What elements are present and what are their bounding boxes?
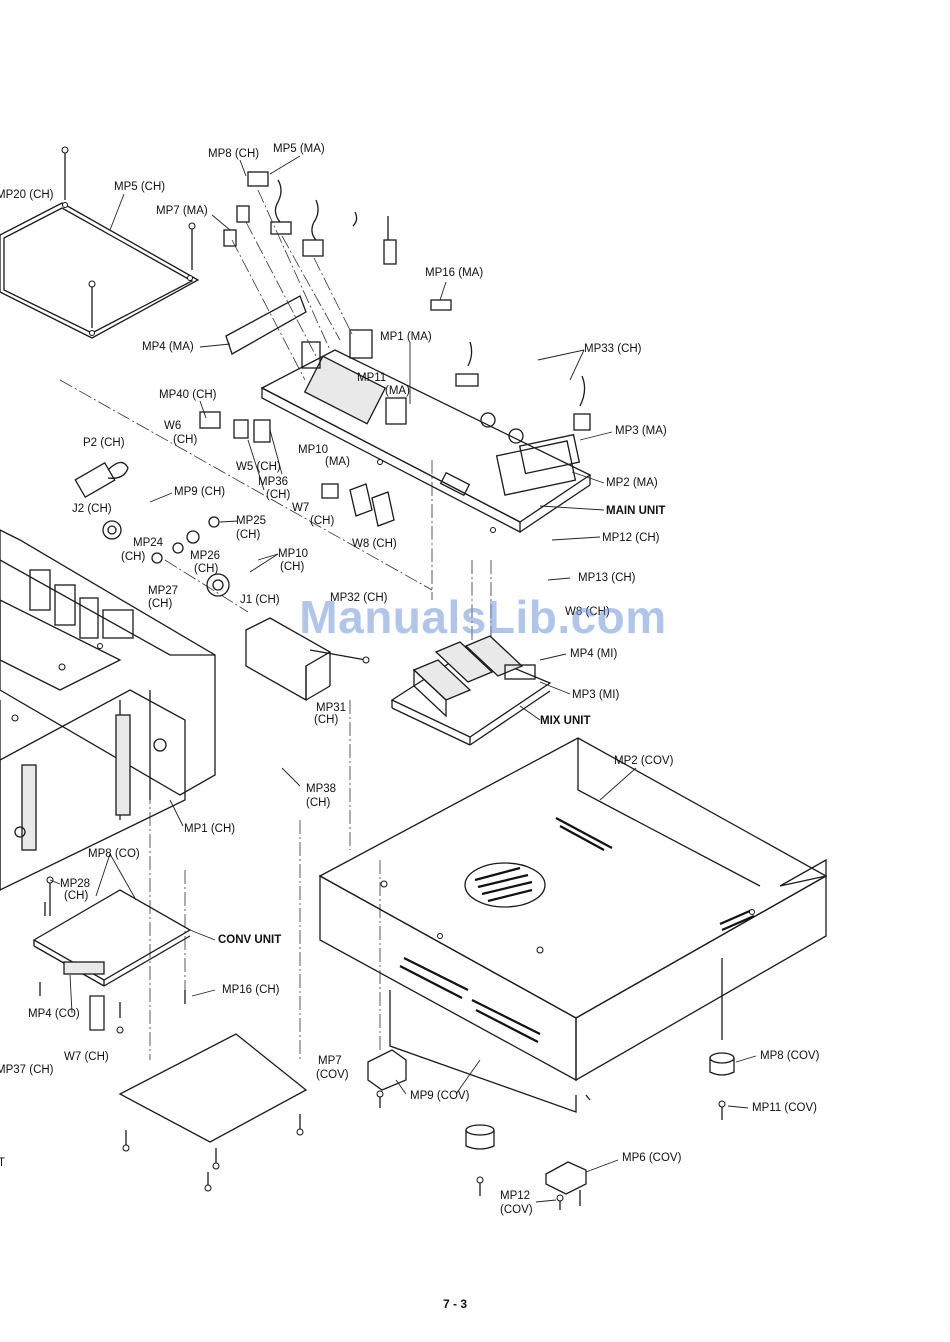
label-mp12-cov: MP12 xyxy=(500,1190,530,1202)
label-mp2-ma: MP2 (MA) xyxy=(606,477,658,489)
heatsink-plate xyxy=(225,295,307,355)
label-mp10-ch-b: (CH) xyxy=(280,561,304,573)
leader-lines xyxy=(49,155,757,1203)
page-number: 7 - 3 xyxy=(442,1297,467,1311)
bottom-cover xyxy=(318,737,828,1082)
label-main-unit: MAIN UNIT xyxy=(606,505,665,517)
label-mp26: MP26 xyxy=(190,550,220,562)
label-mp12-ch: MP12 (CH) xyxy=(602,532,660,544)
main-unit-board xyxy=(260,329,592,534)
label-mp25-ch: (CH) xyxy=(236,529,260,541)
assembly-guide-lines xyxy=(59,189,492,1060)
wire-harnesses xyxy=(223,171,591,431)
label-mp1-ma: MP1 (MA) xyxy=(380,331,432,343)
label-conv-unit: CONV UNIT xyxy=(218,934,281,946)
label-w5-ch: W5 (CH) xyxy=(236,461,281,473)
label-mp9-cov: MP9 (COV) xyxy=(410,1090,470,1102)
callout-labels: MP20 (CH) MP5 (CH) MP8 (CH) MP5 (MA) MP7… xyxy=(0,143,820,1216)
label-mp4-mi: MP4 (MI) xyxy=(570,648,617,660)
label-w6: W6 xyxy=(164,420,181,432)
label-mp13-ch: MP13 (CH) xyxy=(578,572,636,584)
label-mp38-ch: (CH) xyxy=(306,797,330,809)
connector-jacks xyxy=(74,411,395,597)
label-mp37-ch: MP37 (CH) xyxy=(0,1064,54,1076)
label-mp28-ch: (CH) xyxy=(64,890,88,902)
watermark: ManualsLib.com xyxy=(299,591,667,643)
label-mp40-ch: MP40 (CH) xyxy=(159,389,217,401)
label-mp27: MP27 xyxy=(148,585,178,597)
label-mp32-ch: MP32 (CH) xyxy=(330,592,388,604)
label-mp3-ma: MP3 (MA) xyxy=(615,425,667,437)
label-mp11-cov: MP11 (COV) xyxy=(752,1102,817,1114)
label-mp33-ch: MP33 (CH) xyxy=(584,343,642,355)
chassis-frame xyxy=(0,529,216,916)
label-mp36: MP36 xyxy=(258,476,288,488)
label-mp16-ma: MP16 (MA) xyxy=(425,267,483,279)
label-mp24-ch: (CH) xyxy=(121,551,145,563)
label-mp38: MP38 xyxy=(306,783,336,795)
label-mp7-cov-b: (COV) xyxy=(316,1069,349,1081)
label-mp27-ch: (CH) xyxy=(148,598,172,610)
label-mp10-ch: MP10 xyxy=(278,548,308,560)
label-j1-ch: J1 (CH) xyxy=(240,594,280,606)
label-w6-ch: (CH) xyxy=(173,434,197,446)
cover-feet xyxy=(367,958,735,1210)
label-w7-top: W7 xyxy=(292,502,309,514)
label-w8-ch: W8 (CH) xyxy=(352,538,397,550)
top-cover-plate xyxy=(0,146,200,339)
label-edge-t: T xyxy=(0,1157,5,1169)
label-mp24: MP24 xyxy=(133,537,164,549)
label-mp12-cov-b: (COV) xyxy=(500,1204,533,1216)
label-mp8-ch: MP8 (CH) xyxy=(208,148,259,160)
label-mp8-cov: MP8 (COV) xyxy=(760,1050,820,1062)
label-mp4-co: MP4 (CO) xyxy=(28,1008,80,1020)
label-mp4-ma: MP4 (MA) xyxy=(142,341,194,353)
label-mp9-ch: MP9 (CH) xyxy=(174,486,225,498)
label-w8-ch-b: W8 (CH) xyxy=(565,606,610,618)
label-mp10-ma: MP10 xyxy=(298,444,328,456)
label-w7-ch: W7 (CH) xyxy=(64,1051,109,1063)
label-mp20-ch: MP20 (CH) xyxy=(0,189,54,201)
bottom-plate xyxy=(118,1033,308,1192)
label-mp11: MP11 xyxy=(357,372,386,384)
label-mp2-cov: MP2 (COV) xyxy=(614,755,674,767)
label-mp6-cov: MP6 (COV) xyxy=(622,1152,682,1164)
small-pcb xyxy=(245,617,370,702)
label-mp36-ch: (CH) xyxy=(266,489,290,501)
mix-unit-board xyxy=(390,635,552,746)
label-mp16-ch: MP16 (CH) xyxy=(222,984,280,996)
label-mp7-cov: MP7 xyxy=(318,1055,342,1067)
label-mp5-ma: MP5 (MA) xyxy=(273,143,325,155)
label-mp3-mi: MP3 (MI) xyxy=(572,689,619,701)
label-mp5-ch: MP5 (CH) xyxy=(114,181,165,193)
label-j2-ch: J2 (CH) xyxy=(72,503,112,515)
label-mp8-co: MP8 (CO) xyxy=(88,848,140,860)
label-mp1-ch: MP1 (CH) xyxy=(184,823,235,835)
label-mp28: MP28 xyxy=(60,878,90,890)
label-mp7-ma: MP7 (MA) xyxy=(156,205,208,217)
label-mp11-ma: (MA) xyxy=(385,385,410,397)
label-w7-top-ch: (CH) xyxy=(310,515,334,527)
label-mix-unit: MIX UNIT xyxy=(540,715,590,727)
label-mp31-ch: (CH) xyxy=(314,714,338,726)
label-mp10-ma-b: (MA) xyxy=(325,456,350,468)
label-mp25: MP25 xyxy=(236,515,266,527)
label-mp26-ch: (CH) xyxy=(194,563,218,575)
label-mp31: MP31 xyxy=(316,702,346,714)
label-p2-ch: P2 (CH) xyxy=(83,437,125,449)
